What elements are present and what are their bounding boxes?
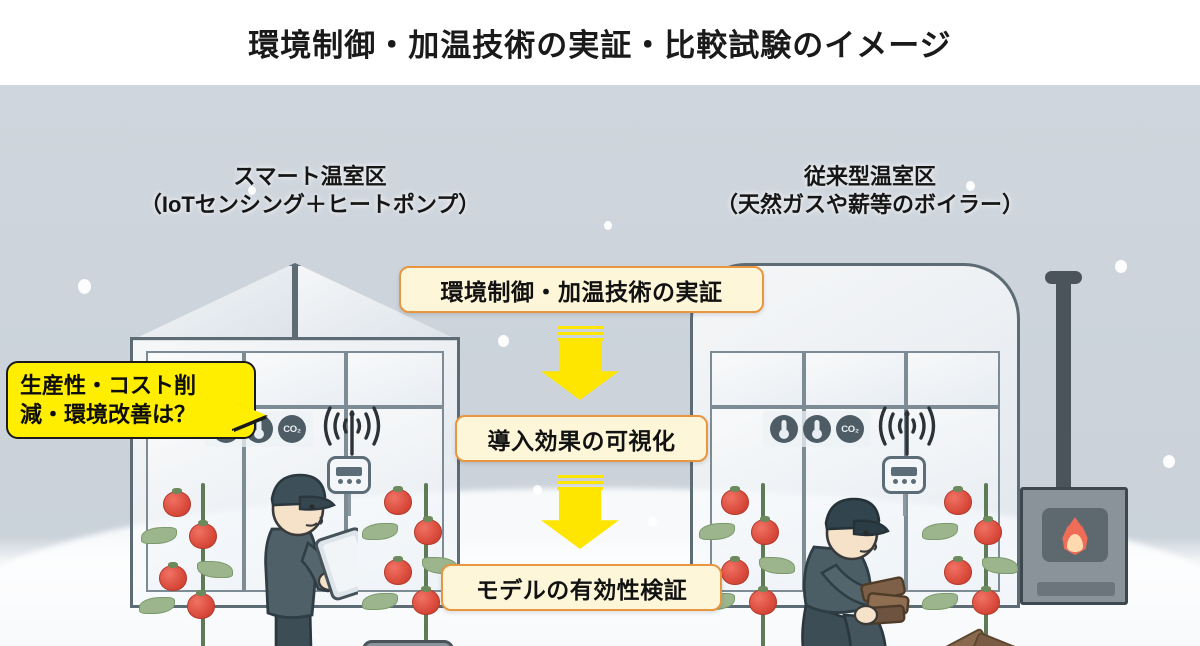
flow-step-2: 導入効果の可視化	[455, 415, 708, 462]
snowflake-icon	[604, 221, 612, 230]
greenhouse-panel	[906, 351, 1000, 407]
snowflake-icon	[248, 186, 256, 195]
snowflake-icon	[78, 279, 91, 294]
wifi-signal-icon	[315, 400, 389, 458]
illustration-scene: CO₂	[0, 85, 1200, 646]
speech-bubble-tail	[232, 401, 266, 429]
tomato-plant	[922, 483, 1022, 646]
stove-door	[1042, 508, 1108, 562]
tomato-plant	[699, 483, 799, 646]
zone-label-smart: スマート温室区 （IoTセンシング＋ヒートポンプ）	[80, 163, 540, 219]
tomato-plant	[139, 483, 239, 646]
firewood-pile	[928, 625, 1038, 646]
flow-step-3: モデルの有効性検証	[441, 564, 722, 611]
page-title: 環境制御・加温技術の実証・比較試験のイメージ	[248, 28, 952, 63]
stove-base	[1037, 582, 1115, 596]
zone-label-smart-detail: （IoTセンシング＋ヒートポンプ）	[139, 192, 481, 218]
wood-boiler-stove	[1020, 265, 1140, 605]
co2-label: CO₂	[283, 423, 301, 435]
co2-label: CO₂	[841, 423, 859, 435]
bubble-line-1: 生産性・コスト削	[20, 373, 197, 398]
flow-step-3-label: モデルの有効性検証	[475, 576, 688, 603]
controller-panel	[327, 456, 371, 516]
greenhouse-panel	[346, 351, 444, 407]
bubble-line-2: 減・環境改善は？	[20, 402, 197, 428]
co2-icon: CO₂	[278, 415, 306, 443]
farmer-with-tablet	[240, 457, 358, 646]
snowflake-icon	[498, 335, 509, 347]
co2-icon: CO₂	[836, 415, 864, 443]
down-arrow-1	[541, 326, 619, 400]
down-arrow-2	[541, 475, 619, 549]
greenhouse-panel	[244, 351, 346, 407]
flow-step-1: 環境制御・加温技術の実証	[399, 266, 764, 313]
question-speech-bubble: 生産性・コスト削 減・環境改善は？	[6, 361, 256, 440]
zone-label-conventional-detail: （天然ガスや薪等のボイラー）	[715, 192, 1024, 218]
snowflake-icon	[648, 517, 657, 527]
flow-step-1-label: 環境制御・加温技術の実証	[440, 278, 723, 305]
sensor-strip-conventional: CO₂	[763, 411, 871, 447]
flame-icon	[1060, 517, 1090, 555]
zone-label-conventional-name: 従来型温室区	[803, 164, 936, 189]
stove-body	[1020, 487, 1128, 605]
wifi-signal-icon	[870, 400, 944, 458]
snowflake-icon	[533, 485, 542, 495]
zone-label-conventional: 従来型温室区 （天然ガスや薪等のボイラー）	[655, 163, 1085, 219]
thermometer-icon	[803, 415, 831, 443]
flow-step-2-label: 導入効果の可視化	[487, 427, 676, 454]
snowflake-icon	[1115, 260, 1127, 273]
zone-label-smart-name: スマート温室区	[233, 164, 387, 189]
farmer-with-firewood	[790, 485, 930, 646]
stove-chimney-cap	[1045, 271, 1082, 284]
controller-panel	[882, 456, 926, 516]
tomato-plant	[362, 483, 462, 646]
stove-chimney	[1056, 279, 1071, 491]
greenhouse-panel	[710, 351, 804, 407]
snowflake-icon	[966, 181, 975, 191]
greenhouse-panel	[804, 351, 906, 407]
heat-pump-unit	[362, 640, 454, 646]
thermometer-icon	[770, 415, 798, 443]
snowflake-icon	[1163, 455, 1175, 468]
